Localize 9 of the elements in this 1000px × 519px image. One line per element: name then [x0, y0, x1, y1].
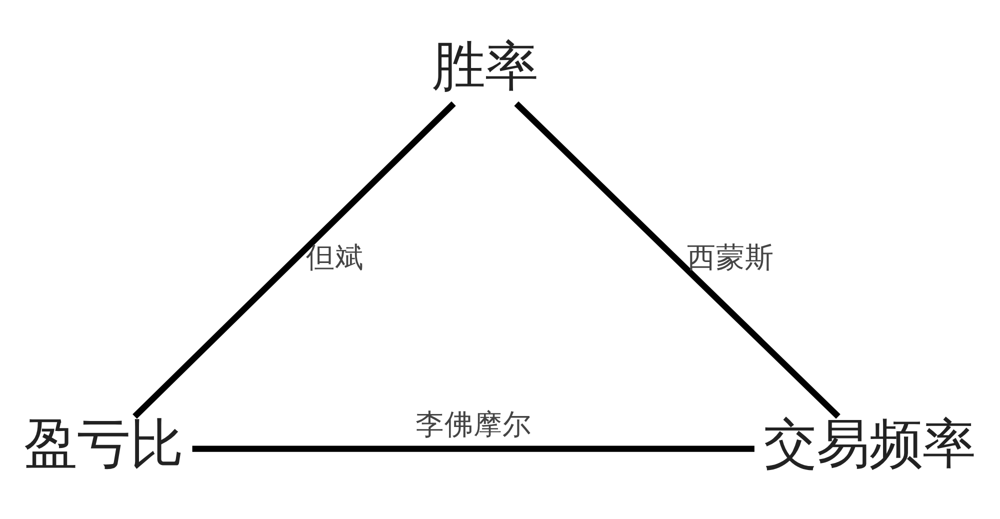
node-text: 胜率 [432, 34, 538, 98]
connector [514, 100, 840, 418]
edge-label: 但斌 [306, 240, 364, 274]
edge-label: 李佛摩尔 [415, 408, 532, 441]
node-text: 交易频率 [764, 412, 976, 475]
node-text: 盈亏比 [24, 412, 184, 475]
edge-label: 西蒙斯 [687, 240, 774, 274]
connector [132, 100, 456, 418]
connector [192, 445, 754, 452]
